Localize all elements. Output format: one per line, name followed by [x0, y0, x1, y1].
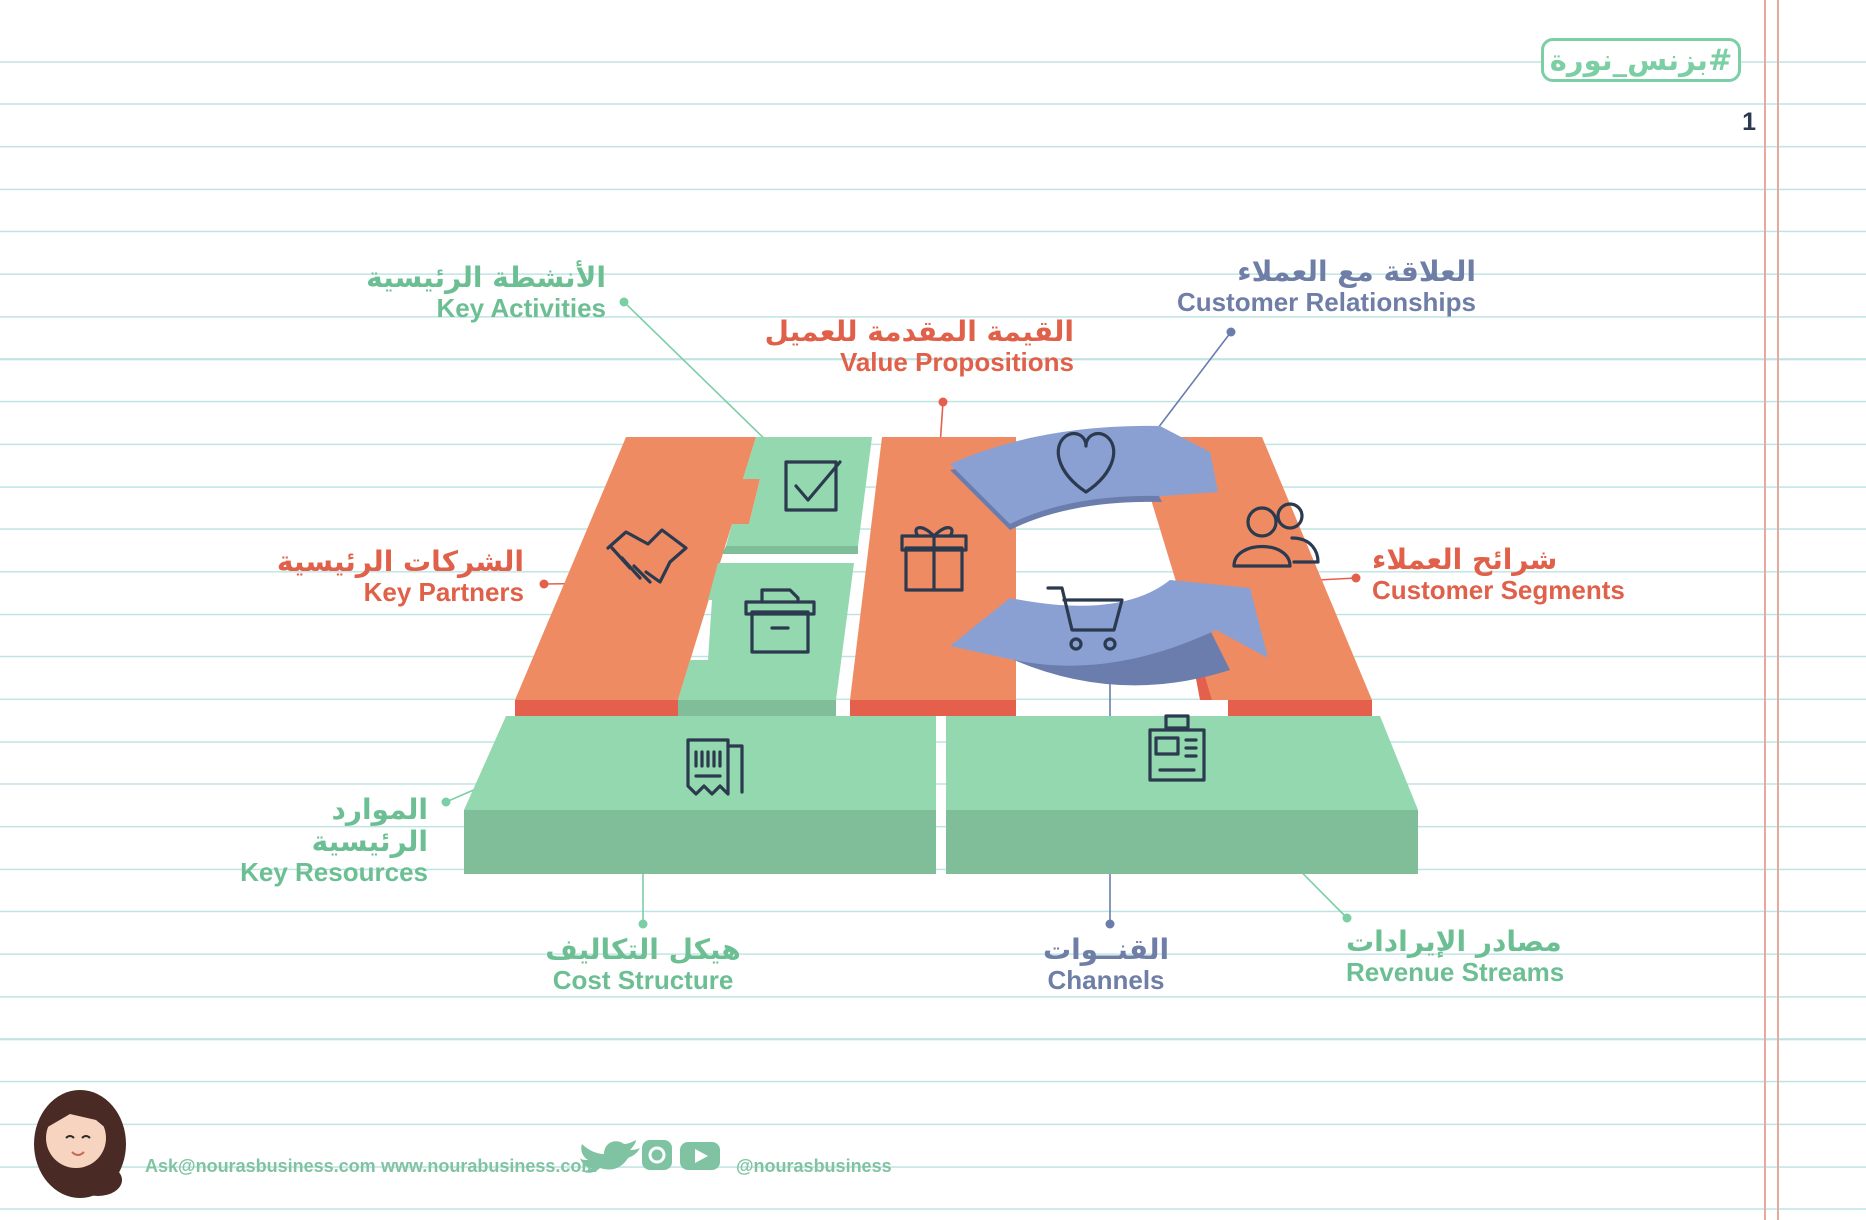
label-en: Channels — [1047, 965, 1165, 996]
gift-icon — [900, 526, 968, 592]
instagram-icon[interactable] — [642, 1140, 672, 1170]
label-cost-structure: هيكل التكاليف Cost Structure — [540, 933, 746, 996]
connector-dot — [638, 919, 648, 929]
connector-dot — [1226, 327, 1236, 337]
label-en: Key Partners — [363, 577, 524, 608]
brand-hashtag: #بزنس_نورة — [1541, 38, 1741, 82]
cash-register-icon — [1148, 714, 1206, 782]
label-ar: القيمة المقدمة للعميل — [764, 315, 1074, 348]
checkbox-icon — [784, 460, 842, 512]
connector-dot — [441, 797, 451, 807]
label-en: Cost Structure — [552, 965, 734, 996]
connector-dot — [938, 397, 948, 407]
block-customer-relationships — [950, 425, 1218, 530]
label-value-propositions: القيمة المقدمة للعميل Value Propositions — [740, 315, 1074, 378]
receipt-icon — [686, 738, 744, 796]
label-customer-segments: شرائح العملاء Customer Segments — [1372, 543, 1712, 606]
label-ar: شرائح العملاء — [1372, 543, 1558, 576]
heart-icon — [1056, 432, 1116, 494]
connector-dot — [539, 579, 549, 589]
connector-dot — [1342, 913, 1352, 923]
label-ar: مصادر الإيرادات — [1346, 925, 1562, 958]
label-en: Key Resources — [240, 857, 428, 888]
block-cost-structure — [464, 716, 936, 874]
footer-social-handle[interactable]: @nourasbusiness — [736, 1156, 892, 1176]
margin-line — [1764, 0, 1766, 1220]
footer-website-link[interactable]: www.nourabusiness.com — [381, 1156, 598, 1176]
label-en: Customer Segments — [1372, 575, 1625, 606]
handshake-icon — [606, 528, 688, 584]
connector-dot — [619, 297, 629, 307]
page-number: 1 — [1742, 108, 1756, 136]
footer-email-link[interactable]: Ask@nourasbusiness.com — [145, 1156, 376, 1176]
label-key-activities: الأنشطة الرئيسية Key Activities — [330, 261, 606, 324]
block-revenue-streams — [946, 716, 1418, 874]
label-en: Revenue Streams — [1346, 957, 1565, 988]
cart-icon — [1046, 586, 1124, 651]
block-key-resources — [678, 563, 854, 716]
connector-dot — [1105, 919, 1115, 929]
connector-key-activities — [623, 301, 779, 453]
label-ar: الأنشطة الرئيسية — [366, 261, 606, 294]
avatar — [34, 1090, 126, 1198]
connector-dot — [1351, 573, 1361, 583]
label-en: Key Activities — [436, 293, 606, 324]
label-revenue-streams: مصادر الإيرادات Revenue Streams — [1346, 925, 1578, 988]
users-icon — [1232, 502, 1320, 568]
label-key-partners: الشركات الرئيسية Key Partners — [250, 545, 524, 608]
block-channels — [950, 580, 1268, 686]
label-customer-relationships: العلاقة مع العملاء Customer Relationship… — [1120, 255, 1476, 318]
label-key-resources: الموارد الرئيسية Key Resources — [206, 793, 428, 888]
label-channels: القنــوات Channels — [1020, 933, 1192, 996]
label-en: Customer Relationships — [1176, 287, 1476, 318]
archive-box-icon — [744, 588, 816, 654]
label-ar: القنــوات — [1042, 933, 1170, 966]
twitter-icon[interactable] — [580, 1140, 640, 1173]
label-ar: الشركات الرئيسية — [276, 545, 524, 578]
label-ar: هيكل التكاليف — [545, 933, 741, 966]
margin-line — [1777, 0, 1779, 1220]
label-en: Value Propositions — [839, 347, 1074, 378]
youtube-icon[interactable] — [680, 1142, 720, 1170]
label-ar: الموارد الرئيسية — [311, 793, 428, 859]
label-ar: العلاقة مع العملاء — [1237, 255, 1476, 288]
